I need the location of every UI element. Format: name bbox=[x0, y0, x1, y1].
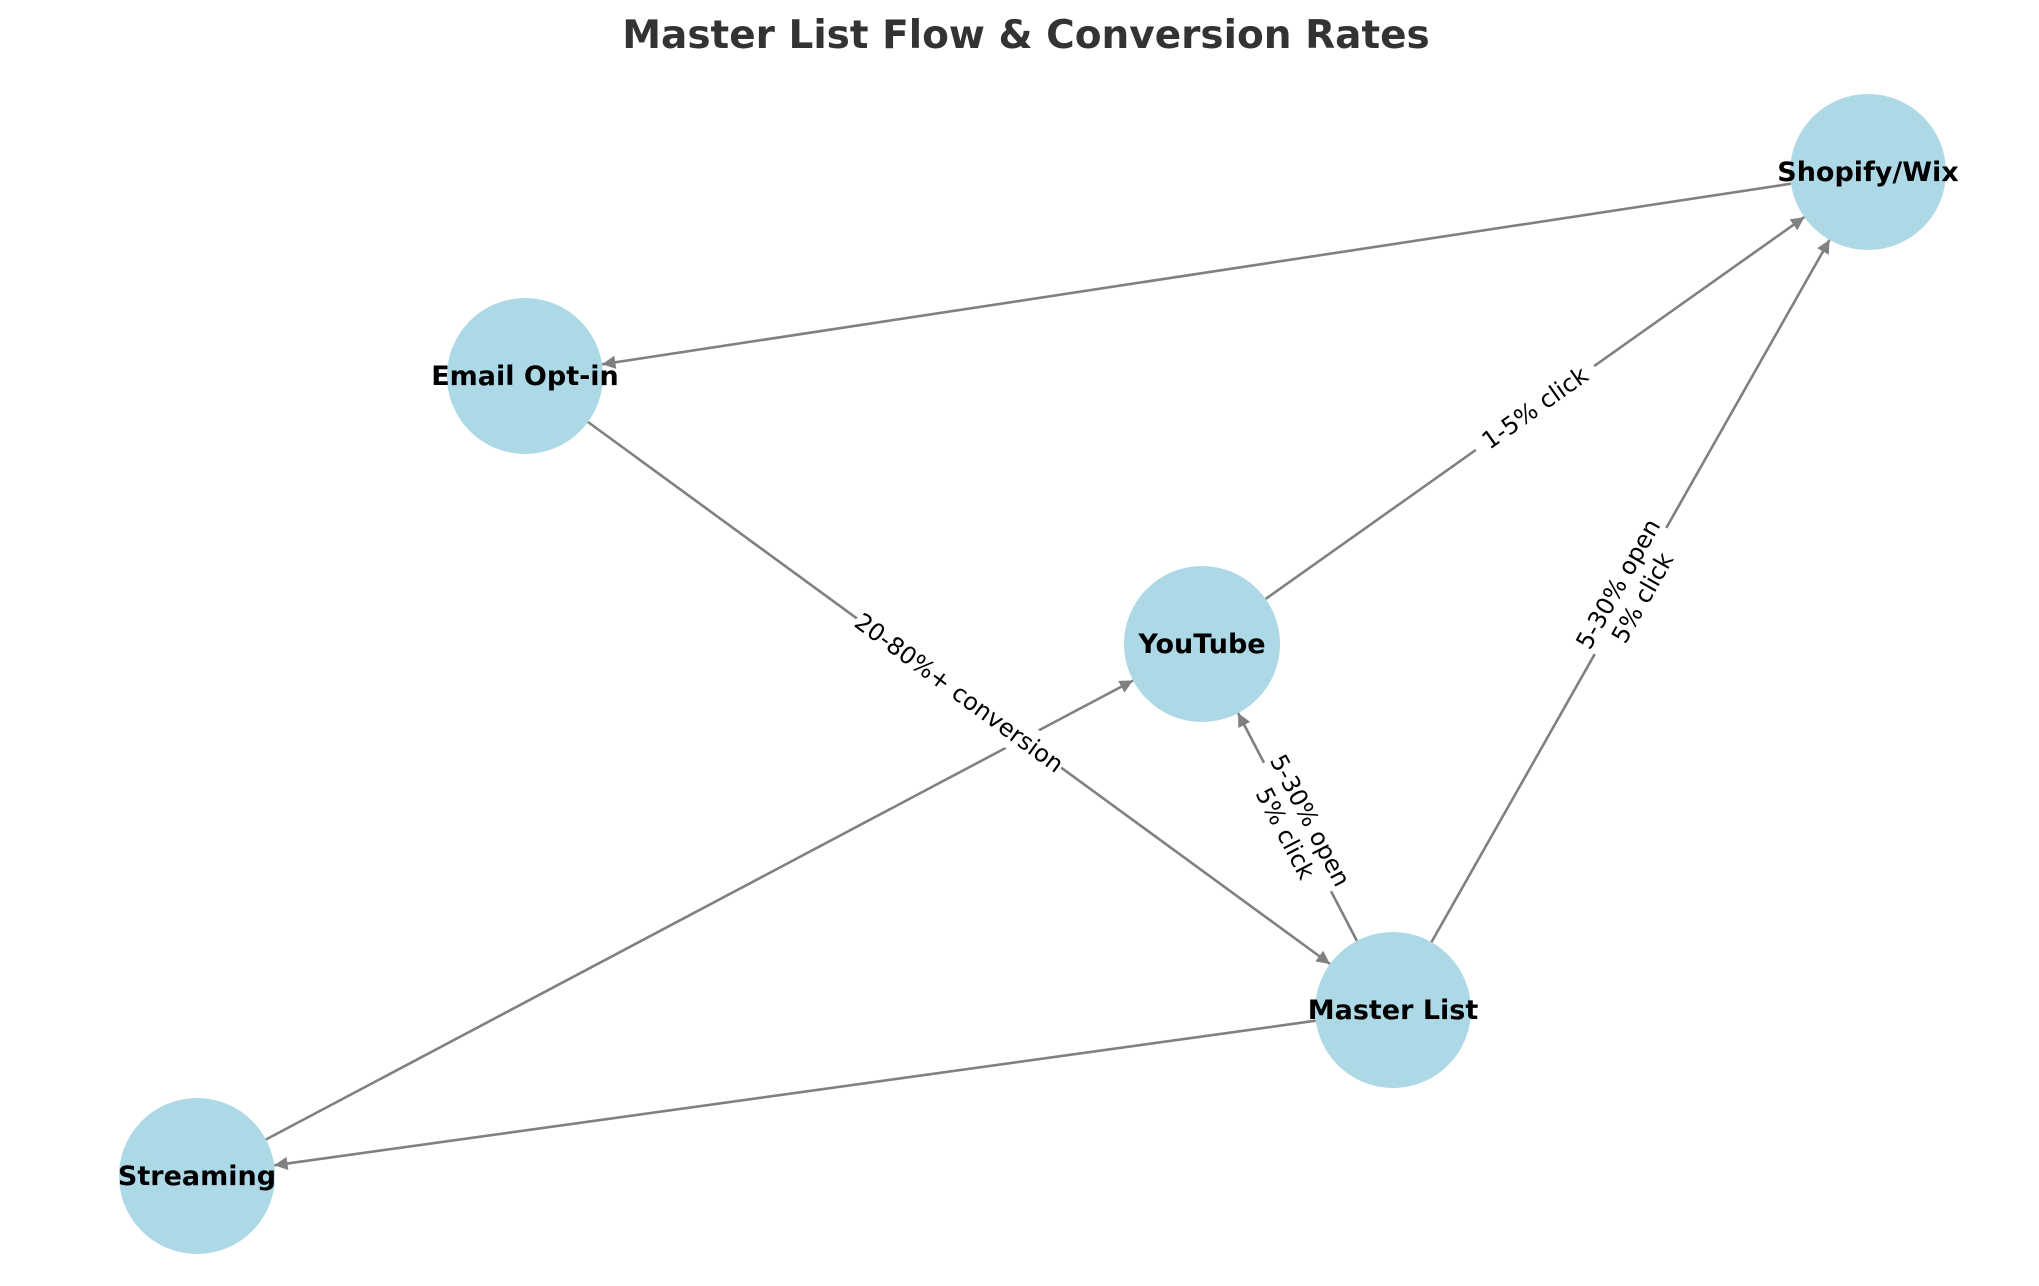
edge-label-text: 1-5% click bbox=[1477, 361, 1594, 455]
node-shopify: Shopify/Wix bbox=[1777, 94, 1959, 250]
node-label: Shopify/Wix bbox=[1777, 157, 1958, 188]
node-email: Email Opt-in bbox=[431, 298, 619, 454]
node-label: YouTube bbox=[1137, 629, 1265, 660]
node-circle bbox=[447, 298, 603, 454]
edge-label-background bbox=[1466, 352, 1604, 464]
edge-streaming-to-youtube bbox=[265, 679, 1134, 1141]
node-circle bbox=[1124, 566, 1280, 722]
edge-label-background bbox=[846, 604, 1072, 782]
edge-label-background bbox=[1567, 512, 1694, 670]
node-label: Email Opt-in bbox=[431, 361, 619, 392]
node-youtube: YouTube bbox=[1124, 566, 1280, 722]
edge-master-to-streaming bbox=[274, 1019, 1316, 1171]
node-label: Streaming bbox=[118, 1161, 276, 1192]
edge-label-youtube-to-shopify: 1-5% click bbox=[1466, 352, 1604, 464]
node-circle bbox=[119, 1098, 275, 1254]
edge-label-email-to-master: 20-80%+ conversion bbox=[846, 604, 1072, 782]
node-label: Master List bbox=[1308, 995, 1479, 1026]
node-master: Master List bbox=[1308, 932, 1479, 1088]
edge-shopify-to-email bbox=[601, 182, 1792, 369]
node-streaming: Streaming bbox=[118, 1098, 276, 1254]
node-circle bbox=[1790, 94, 1946, 250]
diagram-title: Master List Flow & Conversion Rates bbox=[622, 13, 1430, 58]
node-circle bbox=[1315, 932, 1471, 1088]
edge-label-background bbox=[1236, 748, 1359, 906]
edge-label-text: 20-80%+ conversion bbox=[849, 608, 1068, 779]
